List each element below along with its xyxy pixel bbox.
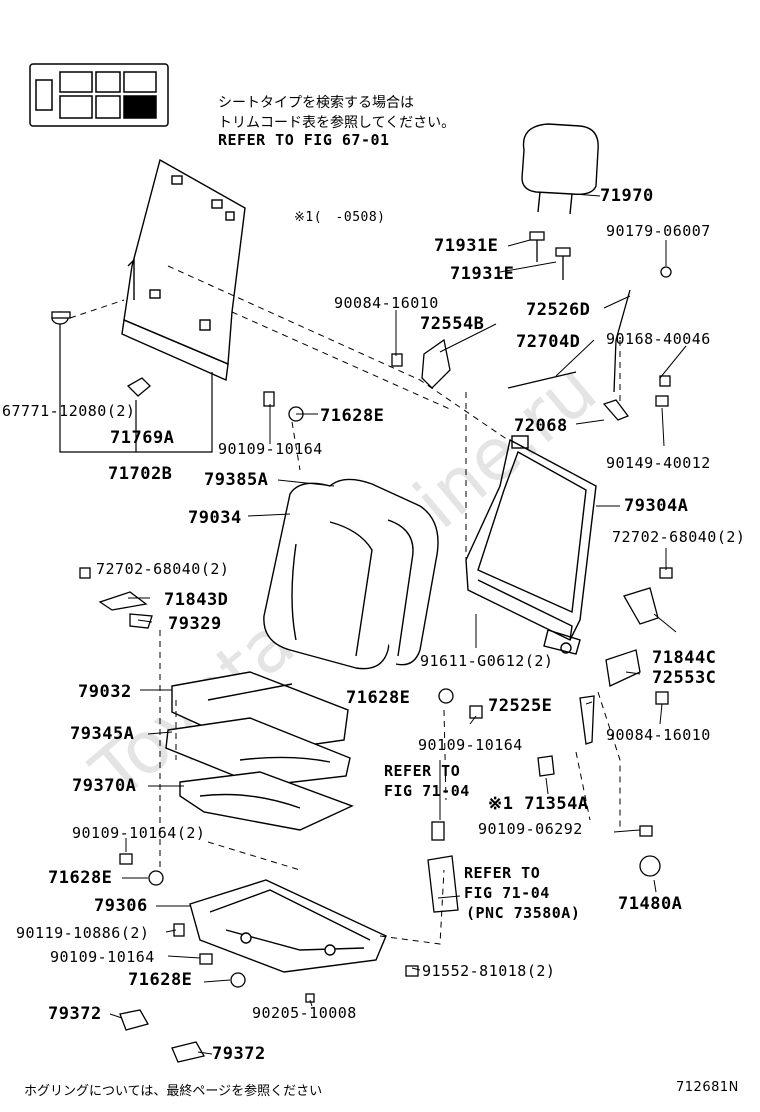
- note-jp-line1: シートタイプを検索する場合は: [218, 95, 414, 111]
- part-90109-10164-bottom[interactable]: 90109-10164(2): [72, 824, 206, 842]
- part-71931e-2[interactable]: 71931E: [450, 264, 515, 284]
- part-79034[interactable]: 79034: [188, 508, 242, 528]
- part-71702b[interactable]: 71702B: [108, 464, 173, 484]
- clip-71769a-drawing: [126, 377, 151, 397]
- part-90084-16010-right[interactable]: 90084-16010: [606, 726, 711, 744]
- fasteners-drawing: [79, 353, 673, 1063]
- seat-layout-icon: [29, 63, 169, 127]
- seat-cushion-drawing: [165, 671, 354, 831]
- part-72554b[interactable]: 72554B: [420, 314, 485, 334]
- part-90149-40012[interactable]: 90149-40012: [606, 454, 711, 472]
- part-72068[interactable]: 72068: [514, 416, 568, 436]
- leader-lines: [109, 193, 687, 1055]
- part-79306[interactable]: 79306: [94, 896, 148, 916]
- part-71628e-bottom[interactable]: 71628E: [128, 970, 193, 990]
- part-71628e-top[interactable]: 71628E: [320, 406, 385, 426]
- part-79329[interactable]: 79329: [168, 614, 222, 634]
- part-79370a[interactable]: 79370A: [72, 776, 137, 796]
- part-90109-10164-top[interactable]: 90109-10164: [218, 440, 323, 458]
- part-90109-10164-mid[interactable]: 90109-10164: [418, 736, 523, 754]
- part-71354a[interactable]: ※1 71354A: [488, 794, 589, 814]
- part-90119-10886[interactable]: 90119-10886(2): [16, 924, 150, 942]
- note-refer-71-04-b-line2[interactable]: FIG 71-04: [464, 884, 550, 902]
- part-90179-06007[interactable]: 90179-06007: [606, 222, 711, 240]
- part-72702-68040-right[interactable]: 72702-68040(2): [612, 528, 746, 546]
- part-71628e-mid[interactable]: 71628E: [346, 688, 411, 708]
- part-90168-40046[interactable]: 90168-40046: [606, 330, 711, 348]
- part-79372-a[interactable]: 79372: [48, 1004, 102, 1024]
- clip-67771-drawing: [51, 311, 71, 325]
- part-72702-68040-left[interactable]: 72702-68040(2): [96, 560, 230, 578]
- note-refer-71-04-b-line1[interactable]: REFER TO: [464, 864, 541, 882]
- part-79345a[interactable]: 79345A: [70, 724, 135, 744]
- part-71769a[interactable]: 71769A: [110, 428, 175, 448]
- seatback-cushion-drawing: [263, 478, 439, 670]
- headrest-drawing: [521, 123, 599, 215]
- part-79304a[interactable]: 79304A: [624, 496, 689, 516]
- part-72525e[interactable]: 72525E: [488, 696, 553, 716]
- part-71628e-low[interactable]: 71628E: [48, 868, 113, 888]
- note-jp-line2: トリムコード表を参照してください。: [218, 115, 456, 131]
- part-79372-b[interactable]: 79372: [212, 1044, 266, 1064]
- part-72704d[interactable]: 72704D: [516, 332, 581, 352]
- part-79032[interactable]: 79032: [78, 682, 132, 702]
- part-79385a[interactable]: 79385A: [204, 470, 269, 490]
- seatback-board: [121, 158, 246, 382]
- note-refer-71-04-a-line1[interactable]: REFER TO: [384, 762, 461, 780]
- note-date-range: ※1( -0508): [294, 210, 386, 225]
- part-71843d[interactable]: 71843D: [164, 590, 229, 610]
- headrest-support-drawing: [529, 231, 571, 280]
- part-91611-g0612[interactable]: 91611-G0612(2): [420, 652, 554, 670]
- seat-frame-drawing: [465, 435, 597, 655]
- part-67771-12080[interactable]: 67771-12080(2): [2, 402, 136, 420]
- part-90084-16010-top[interactable]: 90084-16010: [334, 294, 439, 312]
- part-91552-81018[interactable]: 91552-81018(2): [422, 962, 556, 980]
- note-refer-fig[interactable]: REFER TO FIG 67-01: [218, 131, 390, 149]
- right-brackets-drawing: [421, 266, 672, 687]
- note-pnc-73580a[interactable]: (PNC 73580A): [466, 904, 581, 922]
- part-72553c[interactable]: 72553C: [652, 668, 717, 688]
- guide-lines: [69, 265, 621, 945]
- part-71844c[interactable]: 71844C: [652, 648, 717, 668]
- part-71970[interactable]: 71970: [600, 186, 654, 206]
- part-90109-10164-low[interactable]: 90109-10164: [50, 948, 155, 966]
- seat-base-drawing: [189, 879, 387, 973]
- part-71931e-1[interactable]: 71931E: [434, 236, 499, 256]
- note-refer-71-04-a-line2[interactable]: FIG 71-04: [384, 782, 470, 800]
- footer-note-jp: ホグリングについては、最終ページを参照ください: [24, 1084, 323, 1099]
- part-90109-06292[interactable]: 90109-06292: [478, 820, 583, 838]
- figure-id: 712681N: [676, 1080, 739, 1095]
- part-72526d[interactable]: 72526D: [526, 300, 591, 320]
- part-71480a[interactable]: 71480A: [618, 894, 683, 914]
- part-90205-10008[interactable]: 90205-10008: [252, 1004, 357, 1022]
